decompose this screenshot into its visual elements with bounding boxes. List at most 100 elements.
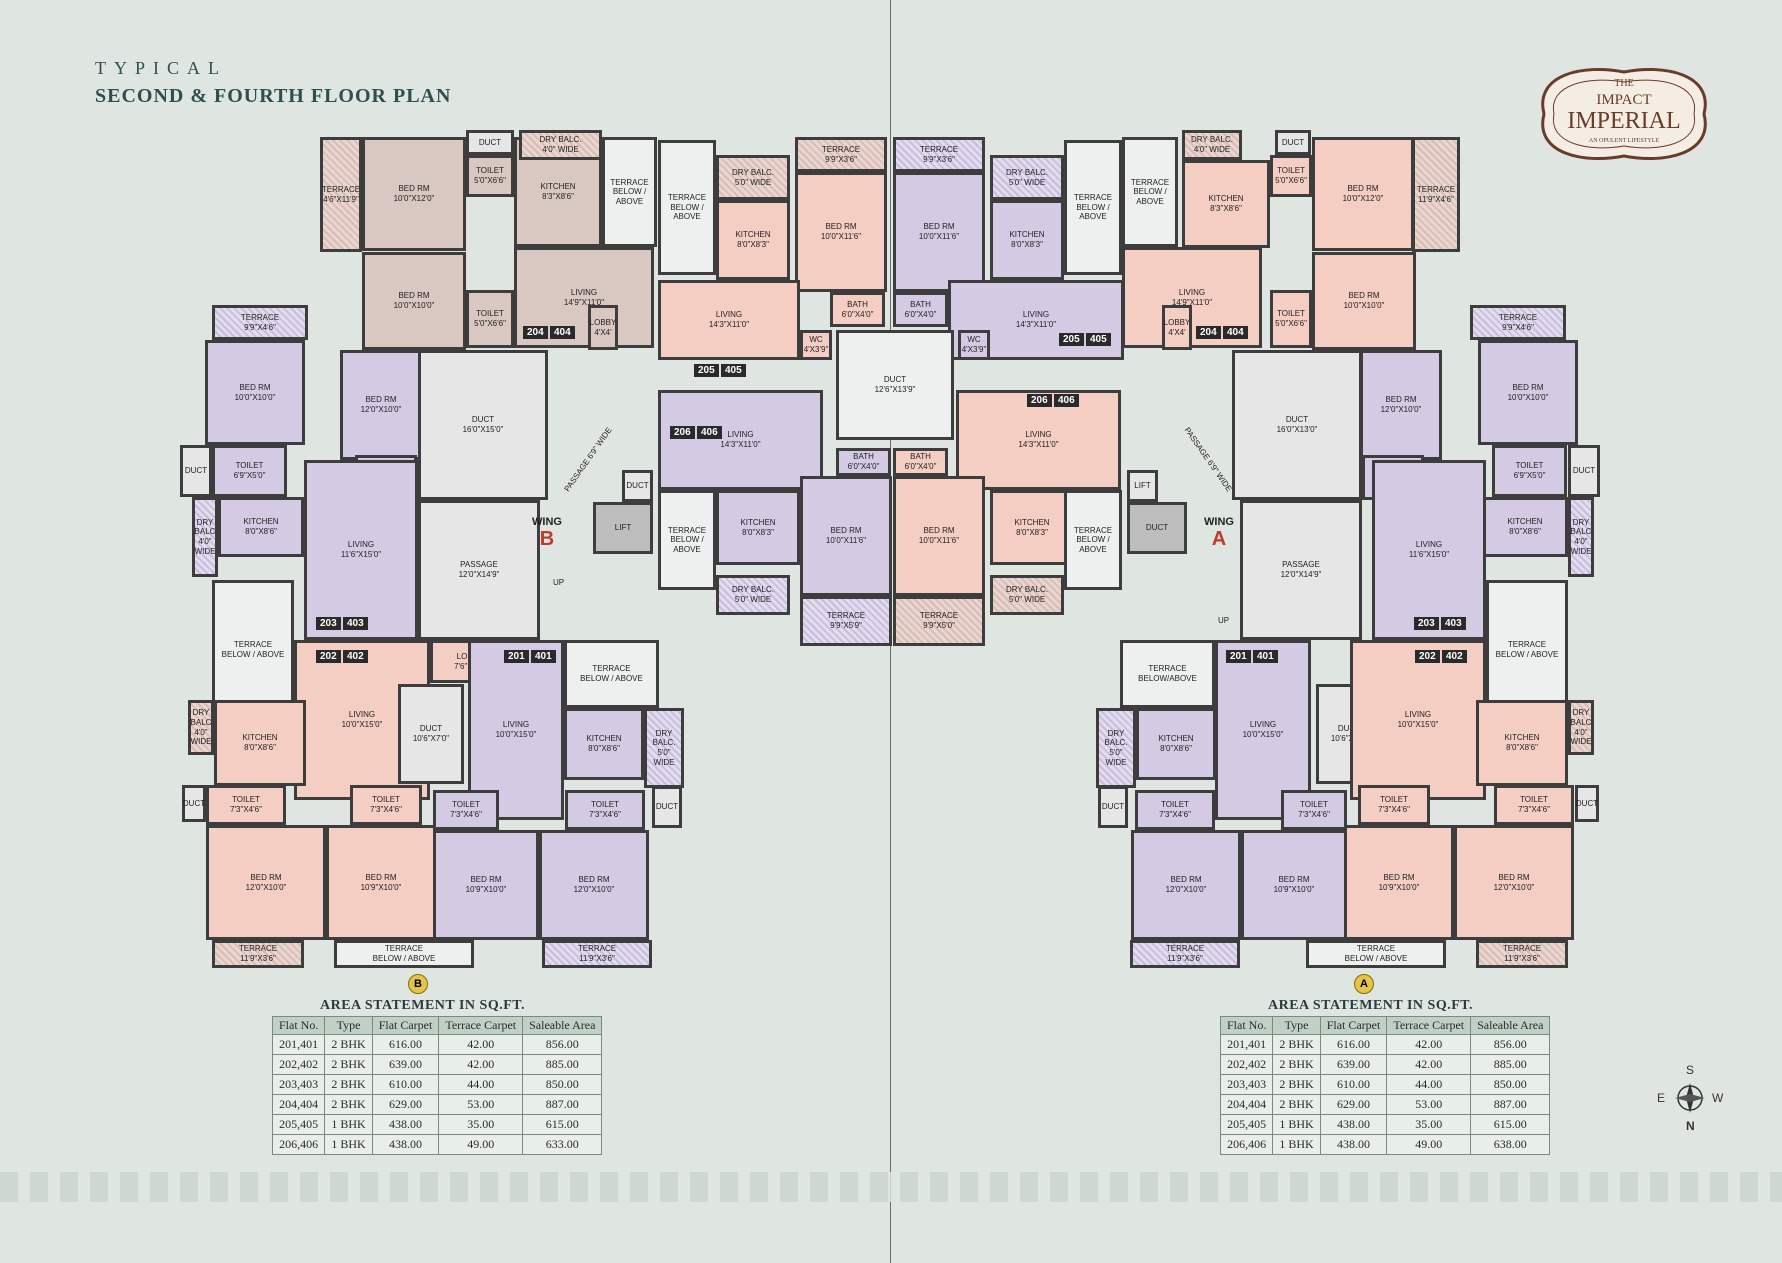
center-room-dry-balc-0: DRY BALC.5'0" WIDE	[716, 155, 790, 200]
room-name: WC	[967, 335, 981, 345]
room-name: TERRACE	[826, 611, 866, 621]
wing-a-room-dry-balc-0: DRY BALC.4'0" WIDE	[1182, 130, 1242, 160]
room-name: WC	[809, 335, 823, 345]
room-size: 16'0"X13'0"	[1276, 425, 1318, 434]
room-name: DRY BALC	[194, 517, 216, 537]
table-cell: 204,404	[1219, 1094, 1274, 1116]
room-size: BELOW / ABOVE	[1495, 650, 1559, 659]
room-name: DUCT	[1572, 466, 1596, 476]
room-size: 4'0" WIDE	[542, 145, 579, 154]
room-size: 12'0"X10'0"	[245, 882, 287, 892]
room-size: 7'3"X4'6"	[1298, 810, 1330, 819]
room-size: 8'3"X8'6"	[1210, 204, 1242, 213]
room-name: TERRACE	[233, 640, 273, 650]
room-name: TOILET	[1515, 461, 1544, 471]
table-cell: 633.00	[522, 1134, 603, 1156]
room-name: BATH	[910, 299, 931, 309]
room-size: BELOW / ABOVE	[670, 202, 704, 222]
wing-b-flat-badge-404: 404	[550, 326, 575, 339]
table-cell: 887.00	[1470, 1094, 1551, 1116]
room-size: 8'0"X8'3"	[742, 527, 774, 537]
room-size: 10'6"X7'0"	[1330, 734, 1368, 743]
table-cell: 53.00	[1386, 1094, 1472, 1116]
room-name: TOILET	[1277, 166, 1305, 176]
room-size: 6'9"X5'0"	[233, 471, 266, 480]
room-size: 10'0"X10'0"	[234, 392, 276, 402]
room-size: 10'0"X15'0"	[341, 720, 383, 729]
room-name: TERRACE	[1165, 944, 1205, 954]
room-name: BATH	[853, 452, 874, 462]
table-cell: 850.00	[522, 1074, 603, 1096]
room-size: 12'6"X13'9"	[874, 385, 916, 394]
table-cell: 1 BHK	[324, 1134, 373, 1156]
room-size: 6'0"X4'0"	[904, 309, 937, 319]
room-name: DRY BALC.	[652, 728, 676, 748]
table-cell: 885.00	[522, 1054, 603, 1076]
table-cell: 438.00	[1319, 1134, 1388, 1156]
room-name: TERRACE	[240, 312, 280, 322]
room-size: BELOW / ABOVE	[1344, 954, 1408, 963]
room-size: BELOW / ABOVE	[580, 674, 643, 683]
room-size: 10'0"X11'6"	[825, 536, 867, 545]
room-size: 10'9"X10'0"	[1273, 885, 1315, 894]
header-title: SECOND & FOURTH FLOOR PLAN	[95, 85, 452, 107]
wing-a-room-duct-19: DUCT	[1127, 502, 1187, 554]
room-name: LIVING	[1178, 287, 1206, 297]
room-size: 8'0"X8'6"	[1160, 744, 1192, 753]
room-size: 7'3"X4'6"	[450, 810, 482, 819]
room-name: DUCT	[471, 415, 495, 425]
room-name: TOILET	[1300, 800, 1328, 810]
room-name: TERRACE	[384, 944, 424, 954]
compass-w: W	[1712, 1091, 1724, 1105]
room-name: BED RM	[470, 875, 502, 885]
room-name: BED RM	[578, 875, 610, 885]
room-size: 9'9"X3'6"	[825, 154, 857, 164]
room-name: BED RM	[365, 872, 397, 882]
table-cell: 42.00	[438, 1054, 524, 1076]
room-size: 5'0" WIDE	[1008, 177, 1046, 187]
table-cell: 856.00	[1470, 1034, 1551, 1056]
room-size: 8'0"X8'3"	[737, 240, 769, 249]
room-name: TERRACE	[321, 184, 361, 194]
room-name: TOILET	[1520, 795, 1548, 805]
room-size: 11'9"X3'6"	[1504, 954, 1540, 963]
wing-a-room-duct-39: DUCT	[1575, 785, 1599, 822]
room-name: BED RM	[250, 872, 282, 882]
room-name: DUCT	[655, 802, 679, 812]
svg-text:THE: THE	[1614, 78, 1633, 89]
room-size: BELOW / ABOVE	[221, 650, 285, 659]
room-size: 4'6"X11'9"	[323, 194, 359, 204]
area-header: Saleable Area	[1470, 1015, 1551, 1036]
table-cell: 2 BHK	[1272, 1094, 1321, 1116]
room-name: BED RM	[365, 395, 397, 405]
room-name: DRY BALC.	[1006, 585, 1048, 595]
room-size: 10'9"X10'0"	[1378, 882, 1420, 892]
room-size: 5'0"X6'6"	[474, 176, 506, 185]
room-size: 11'6"X15'0"	[340, 550, 382, 559]
room-size: 7'3"X4'6"	[230, 805, 262, 814]
svg-text:AN OPULENT LIFESTYLE: AN OPULENT LIFESTYLE	[1589, 138, 1660, 144]
wing-a-flat-badge-403: 403	[1441, 617, 1466, 630]
room-size: BELOW / ABOVE	[1133, 187, 1167, 206]
room-name: LIVING	[1025, 430, 1052, 440]
center-room-dry-balc-30: DRY BALC.5'0" WIDE	[990, 575, 1064, 615]
